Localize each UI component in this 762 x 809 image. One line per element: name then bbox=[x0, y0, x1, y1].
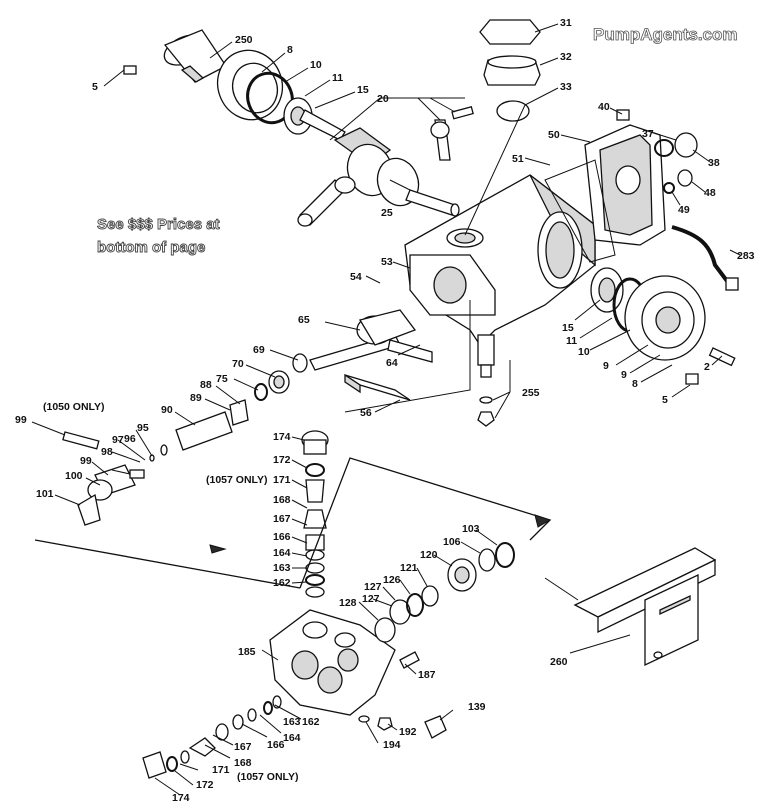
assembly-flow-arrow bbox=[34, 457, 552, 589]
callout: 103 bbox=[462, 523, 480, 535]
callout: 38 bbox=[708, 157, 720, 169]
callout: 11 bbox=[332, 72, 343, 84]
callout: 97 bbox=[112, 434, 124, 446]
callout: 99 bbox=[80, 455, 92, 467]
callout: 139 bbox=[468, 701, 486, 713]
arrow-head-right bbox=[534, 514, 552, 528]
callout: 40 bbox=[598, 101, 610, 113]
callout: 11 bbox=[566, 335, 577, 347]
callout: 99 bbox=[15, 414, 27, 426]
callout: 128 bbox=[339, 597, 357, 609]
callout: 192 bbox=[399, 726, 417, 738]
callout: 64 bbox=[386, 357, 398, 369]
callout: 120 bbox=[420, 549, 438, 561]
callout: 69 bbox=[253, 344, 265, 356]
callout: 172 bbox=[196, 779, 214, 791]
callout: 96 bbox=[124, 433, 136, 445]
callout: 260 bbox=[550, 656, 568, 668]
callout: 255 bbox=[522, 387, 540, 399]
callout: 194 bbox=[383, 739, 401, 751]
callout: 5 bbox=[92, 81, 98, 93]
callout: 163 bbox=[283, 716, 301, 728]
callout: 167 bbox=[234, 741, 252, 753]
callout: 8 bbox=[287, 44, 293, 56]
callout: 172 bbox=[273, 454, 291, 466]
callout: 65 bbox=[298, 314, 310, 326]
callout: 50 bbox=[548, 129, 560, 141]
callout: 250 bbox=[235, 34, 253, 46]
callout: 37 bbox=[642, 128, 654, 140]
callout: 15 bbox=[357, 84, 369, 96]
callout: 88 bbox=[200, 379, 212, 391]
callout: 9 bbox=[603, 360, 609, 372]
callout: 95 bbox=[137, 422, 149, 434]
callout: 168 bbox=[273, 494, 291, 506]
callout: 187 bbox=[418, 669, 436, 681]
plunger-assembly bbox=[62, 309, 433, 526]
callout: 106 bbox=[443, 536, 461, 548]
callout: 53 bbox=[381, 256, 393, 268]
callout: 171 bbox=[273, 474, 291, 486]
note-1050-only: (1050 ONLY) bbox=[43, 401, 104, 413]
callout: 100 bbox=[65, 470, 83, 482]
callout: 2 bbox=[704, 361, 710, 373]
callout: 167 bbox=[273, 513, 291, 525]
callout: 90 bbox=[161, 404, 173, 416]
callout: 162 bbox=[273, 577, 291, 589]
callout: 283 bbox=[737, 250, 755, 262]
callout: 70 bbox=[232, 358, 244, 370]
callout: 56 bbox=[360, 407, 372, 419]
callout: 127 bbox=[364, 581, 382, 593]
callout: 126 bbox=[383, 574, 401, 586]
callout-numbers: 5 250 8 10 11 15 20 25 31 32 33 40 50 51… bbox=[15, 17, 755, 804]
rear-cover-assembly bbox=[479, 19, 739, 291]
callout: 185 bbox=[238, 646, 256, 658]
callout: 49 bbox=[678, 204, 690, 216]
leader-lines bbox=[31, 23, 741, 796]
callout: 25 bbox=[381, 207, 393, 219]
site-label[interactable]: PumpAgents.com bbox=[593, 25, 738, 45]
callout: 8 bbox=[632, 378, 638, 390]
callout: 101 bbox=[36, 488, 54, 500]
callout: 5 bbox=[662, 394, 668, 406]
callout: 164 bbox=[283, 732, 301, 744]
callout: 10 bbox=[578, 346, 590, 358]
callout: 9 bbox=[621, 369, 627, 381]
callout: 89 bbox=[190, 392, 202, 404]
callout: 174 bbox=[172, 792, 190, 804]
bearing-cover-assembly bbox=[590, 267, 736, 385]
callout: 127 bbox=[362, 593, 380, 605]
callout: 48 bbox=[704, 187, 716, 199]
callout: 164 bbox=[273, 547, 291, 559]
callout: 75 bbox=[216, 373, 228, 385]
callout: 121 bbox=[400, 562, 418, 574]
rail-base bbox=[544, 547, 717, 667]
callout: 31 bbox=[560, 17, 572, 29]
manifold-assembly bbox=[142, 430, 515, 779]
callout: 166 bbox=[273, 531, 291, 543]
crankcase-cover-assembly bbox=[123, 29, 474, 227]
callout: 20 bbox=[377, 93, 389, 105]
arrow-head-left bbox=[209, 544, 227, 554]
callout: 54 bbox=[350, 271, 362, 283]
price-note-line-1: See $$$ Prices at bbox=[97, 216, 220, 233]
callout: 51 bbox=[512, 153, 524, 165]
callout: 162 bbox=[302, 716, 320, 728]
crankcase bbox=[404, 174, 596, 427]
callout: 174 bbox=[273, 431, 291, 443]
callout: 15 bbox=[562, 322, 574, 334]
callout: 163 bbox=[273, 562, 291, 574]
callout: 32 bbox=[560, 51, 572, 63]
callout: 10 bbox=[310, 59, 322, 71]
note-1057-only-top: (1057 ONLY) bbox=[206, 474, 267, 486]
callout: 98 bbox=[101, 446, 113, 458]
price-note-line-2: bottom of page bbox=[97, 239, 205, 256]
callout: 166 bbox=[267, 739, 285, 751]
callout: 168 bbox=[234, 757, 252, 769]
callout: 171 bbox=[212, 764, 230, 776]
note-1057-only-bottom: (1057 ONLY) bbox=[237, 771, 298, 783]
callout: 33 bbox=[560, 81, 572, 93]
